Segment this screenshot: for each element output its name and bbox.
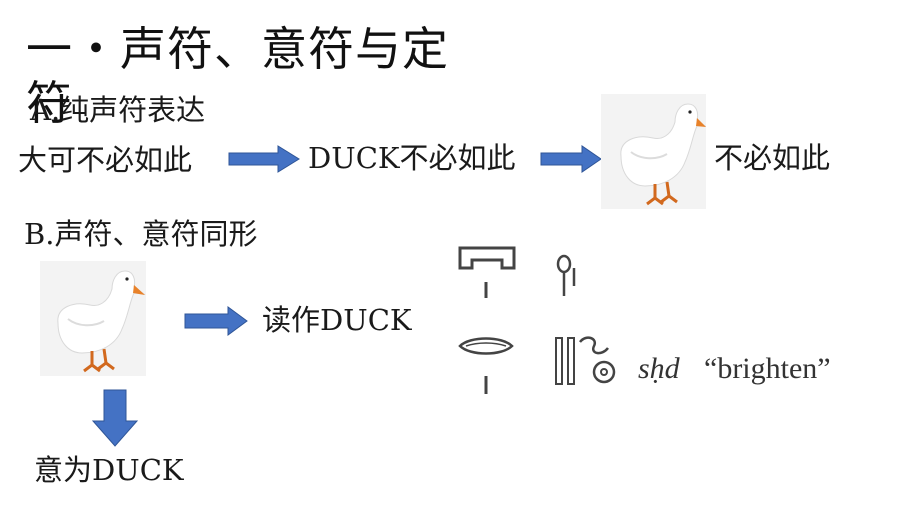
section-a-middle-text: DUCK不必如此 — [308, 141, 516, 175]
hieroglyph-translit: sḥd — [638, 352, 681, 385]
arrow-right-icon — [540, 145, 602, 173]
section-a-label: A.纯声符表达 — [30, 93, 206, 127]
arrow-right-icon — [184, 306, 248, 336]
slide-title: 一・声符、意符与定 — [26, 22, 449, 76]
section-a-left-text: 大可不必如此 — [18, 143, 193, 177]
duck-image — [40, 261, 146, 376]
meaning-text: 意为DUCK — [34, 453, 184, 487]
section-a-right-text: 不必如此 — [714, 141, 831, 175]
arrow-down-icon — [92, 389, 138, 447]
section-b-label: B.声符、意符同形 — [24, 217, 258, 251]
arrow-right-icon — [228, 145, 300, 173]
slide-title-wrap: 符 — [26, 76, 72, 130]
duck-image — [601, 94, 707, 209]
hieroglyph-image: sḥd “brighten” — [452, 238, 852, 408]
hieroglyph-gloss: “brighten” — [704, 352, 831, 385]
read-as-text: 读作DUCK — [262, 303, 412, 337]
